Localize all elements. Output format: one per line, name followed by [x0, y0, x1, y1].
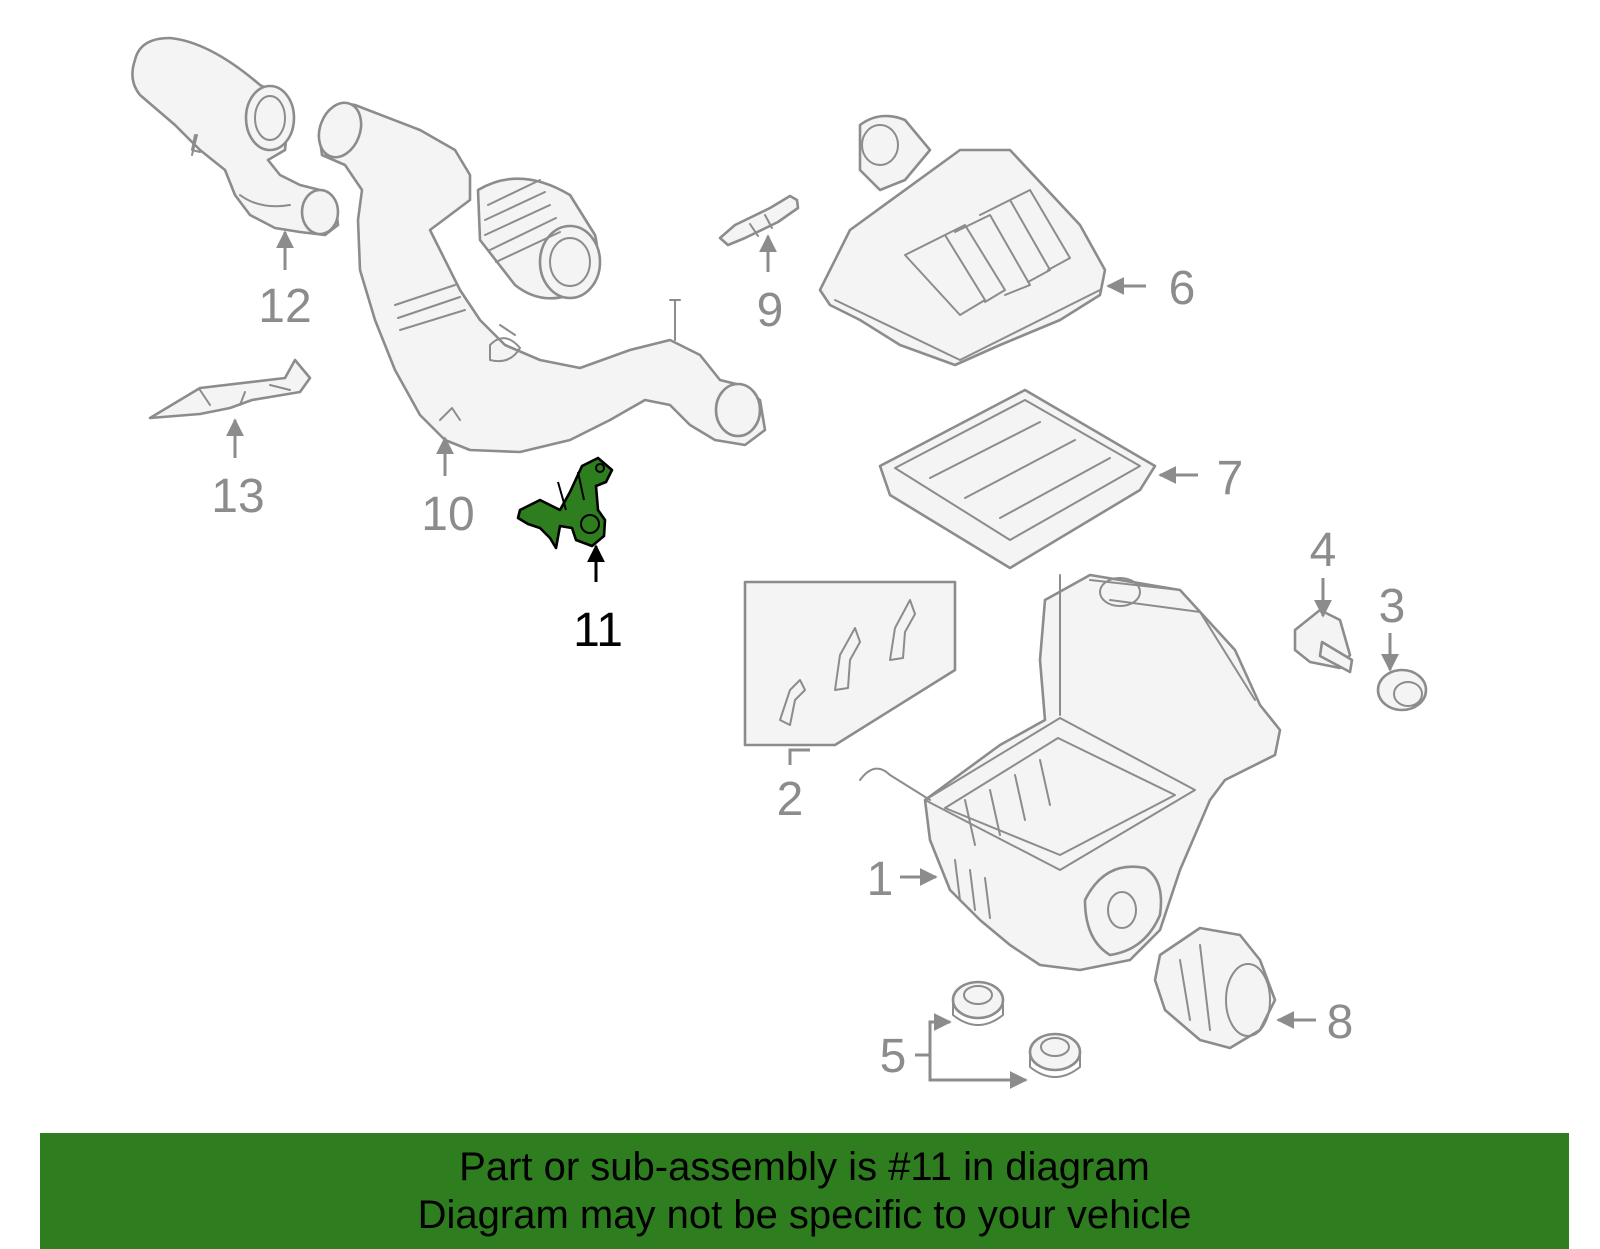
callout-11: 11	[573, 604, 623, 657]
callout-6: 6	[1169, 262, 1196, 315]
callout-5: 5	[880, 1030, 907, 1083]
part-7-filter	[878, 388, 1157, 570]
parts-diagram: 12 13 10 11 9 6 7 4 3 2 1 8 5	[131, 36, 1428, 1089]
part-9-sensor	[718, 194, 800, 247]
part-13-bracket	[148, 358, 312, 420]
leader-lines	[226, 230, 1399, 1089]
part-3-grommet	[1376, 668, 1428, 712]
part-1-cleaner-housing	[859, 573, 1282, 972]
part-8-adapter	[1153, 926, 1277, 1050]
part-2-clip-kit	[743, 580, 957, 747]
callout-8: 8	[1327, 996, 1354, 1049]
part-10-intake-duct	[317, 101, 767, 454]
callout-10: 10	[421, 488, 474, 541]
part-5-grommets	[951, 980, 1082, 1078]
callout-labels: 12 13 10 11 9 6 7 4 3 2 1 8 5	[211, 262, 1405, 1083]
callout-2: 2	[777, 773, 804, 826]
callout-12: 12	[258, 280, 311, 333]
part-11-bracket-highlighted	[516, 456, 614, 550]
callout-7: 7	[1217, 452, 1244, 505]
callout-1: 1	[867, 853, 894, 906]
banner-line-2: Diagram may not be specific to your vehi…	[417, 1193, 1192, 1237]
callout-13: 13	[211, 470, 264, 523]
banner-line-1: Part or sub-assembly is #11 in diagram	[459, 1145, 1150, 1189]
part-4-pin	[1293, 608, 1354, 674]
part-6-cleaner-cover	[818, 114, 1107, 367]
callout-3: 3	[1379, 580, 1406, 633]
part-12-intake-tube	[131, 36, 340, 237]
callout-9: 9	[757, 284, 784, 337]
info-banner: Part or sub-assembly is #11 in diagram D…	[40, 1133, 1569, 1249]
callout-4: 4	[1310, 524, 1337, 577]
